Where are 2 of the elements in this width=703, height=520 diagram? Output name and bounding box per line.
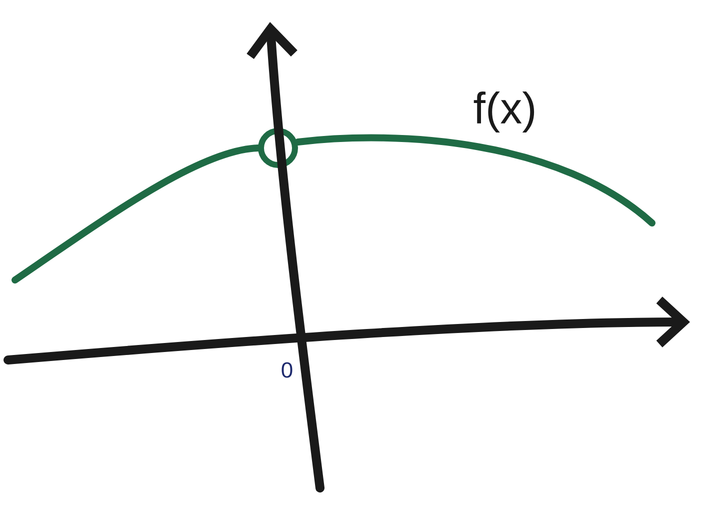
function-label: f(x) [474,92,534,132]
origin-label: 0 [282,362,292,378]
